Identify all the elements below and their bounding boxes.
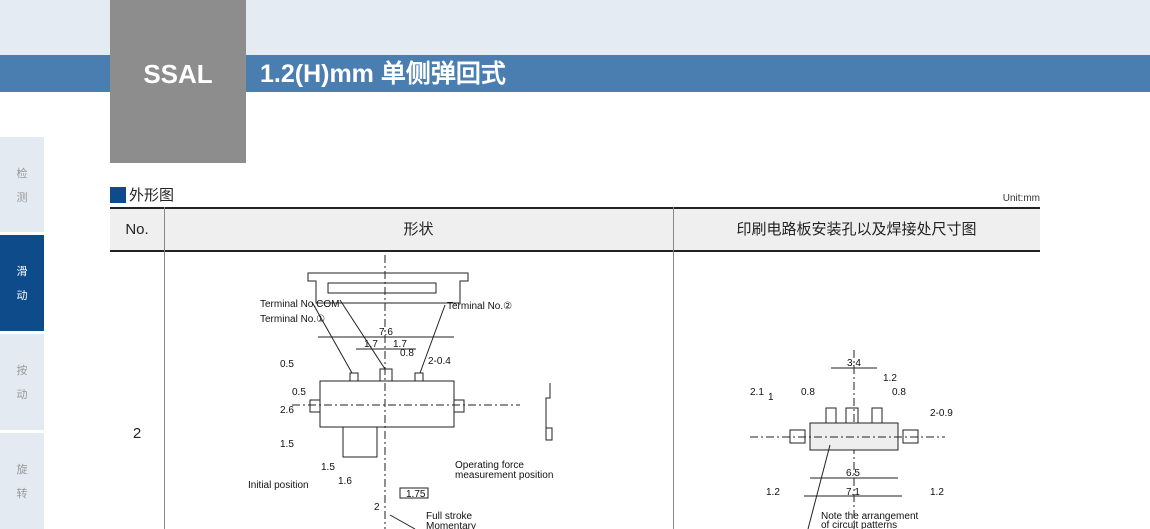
column-divider bbox=[673, 207, 674, 529]
section-title: 外形图 bbox=[129, 187, 175, 204]
dim: 1.2 bbox=[930, 487, 944, 498]
label-t2: Terminal No.② bbox=[447, 301, 512, 312]
dim: 1.6 bbox=[338, 476, 352, 487]
dim: 0.5 bbox=[292, 387, 306, 398]
dim: 2.1 bbox=[750, 387, 764, 398]
sidebar-item-detect[interactable]: 检测 bbox=[0, 137, 44, 232]
label-com: Terminal No.COM bbox=[260, 299, 339, 310]
series-name: SSAL bbox=[143, 59, 213, 89]
dim: 3.4 bbox=[847, 358, 861, 369]
dim: 2-0.9 bbox=[930, 408, 953, 419]
label-op2: measurement position bbox=[455, 470, 553, 481]
sidebar-label: 滑 bbox=[16, 266, 28, 278]
note-line2: of circuit patterns bbox=[821, 520, 897, 529]
sidebar-label: 转 bbox=[16, 488, 28, 500]
dim: 7.6 bbox=[379, 327, 393, 338]
sidebar-label: 按 bbox=[16, 365, 28, 377]
dim: 1.7 bbox=[364, 339, 378, 350]
page-title: 1.2(H)mm 单侧弹回式 bbox=[260, 60, 506, 88]
row-number: 2 bbox=[132, 425, 142, 442]
sidebar-label: 测 bbox=[16, 191, 28, 204]
dim: 0.5 bbox=[280, 359, 294, 370]
label-initial: Initial position bbox=[248, 480, 309, 491]
header-pcb: 印刷电路板安装孔以及焊接处尺寸图 bbox=[736, 221, 977, 238]
dim: 0.8 bbox=[400, 348, 414, 359]
dim: 1.2 bbox=[766, 487, 780, 498]
dim: 6.5 bbox=[846, 468, 860, 479]
sidebar-item-push[interactable]: 按动 bbox=[0, 334, 44, 430]
table-header: No. 形状 印刷电路板安装孔以及焊接处尺寸图 bbox=[110, 207, 1040, 252]
dim: 1.5 bbox=[280, 439, 294, 450]
label-t1: Terminal No.① bbox=[260, 314, 325, 325]
dim: 0.8 bbox=[801, 387, 815, 398]
dim: 0.8 bbox=[892, 387, 906, 398]
shape-drawing: Terminal No.COM Terminal No.① Terminal N… bbox=[248, 255, 553, 529]
dim: 1.7 bbox=[393, 339, 407, 350]
section-heading: 外形图 bbox=[110, 184, 174, 205]
sidebar-item-slide[interactable]: 滑动 bbox=[0, 235, 44, 331]
header-no: No. bbox=[125, 221, 149, 238]
sidebar-item-rotary[interactable]: 旋转 bbox=[0, 433, 44, 529]
sidebar-label: 动 bbox=[16, 290, 28, 302]
unit-label: Unit:mm bbox=[1002, 193, 1040, 204]
note-line1: Note the arrangement bbox=[821, 511, 919, 522]
sidebar-label: 旋 bbox=[16, 464, 28, 476]
dim: 1.2 bbox=[883, 373, 897, 384]
section-marker-icon bbox=[110, 186, 126, 203]
dim: 1.5 bbox=[321, 462, 335, 473]
dim: 7.1 bbox=[846, 487, 860, 498]
label-fs2: Momentary bbox=[426, 521, 476, 529]
dim: 1 bbox=[768, 392, 774, 403]
dim: 1.75 bbox=[406, 489, 426, 500]
dim: 2-0.4 bbox=[428, 356, 451, 367]
label-fs1: Full stroke bbox=[426, 511, 473, 522]
header-shape: 形状 bbox=[403, 221, 434, 238]
sidebar-label: 检 bbox=[16, 167, 28, 180]
pcb-drawing: 3.4 1.2 0.8 0.8 2.1 1 2-0.9 6.5 1.2 7.1 … bbox=[750, 350, 953, 529]
dim: 2.6 bbox=[280, 405, 294, 416]
dim: 2 bbox=[374, 502, 380, 513]
column-divider bbox=[164, 207, 165, 529]
label-op1: Operating force bbox=[455, 460, 524, 471]
sidebar-label: 动 bbox=[16, 389, 28, 401]
series-box bbox=[110, 0, 246, 163]
